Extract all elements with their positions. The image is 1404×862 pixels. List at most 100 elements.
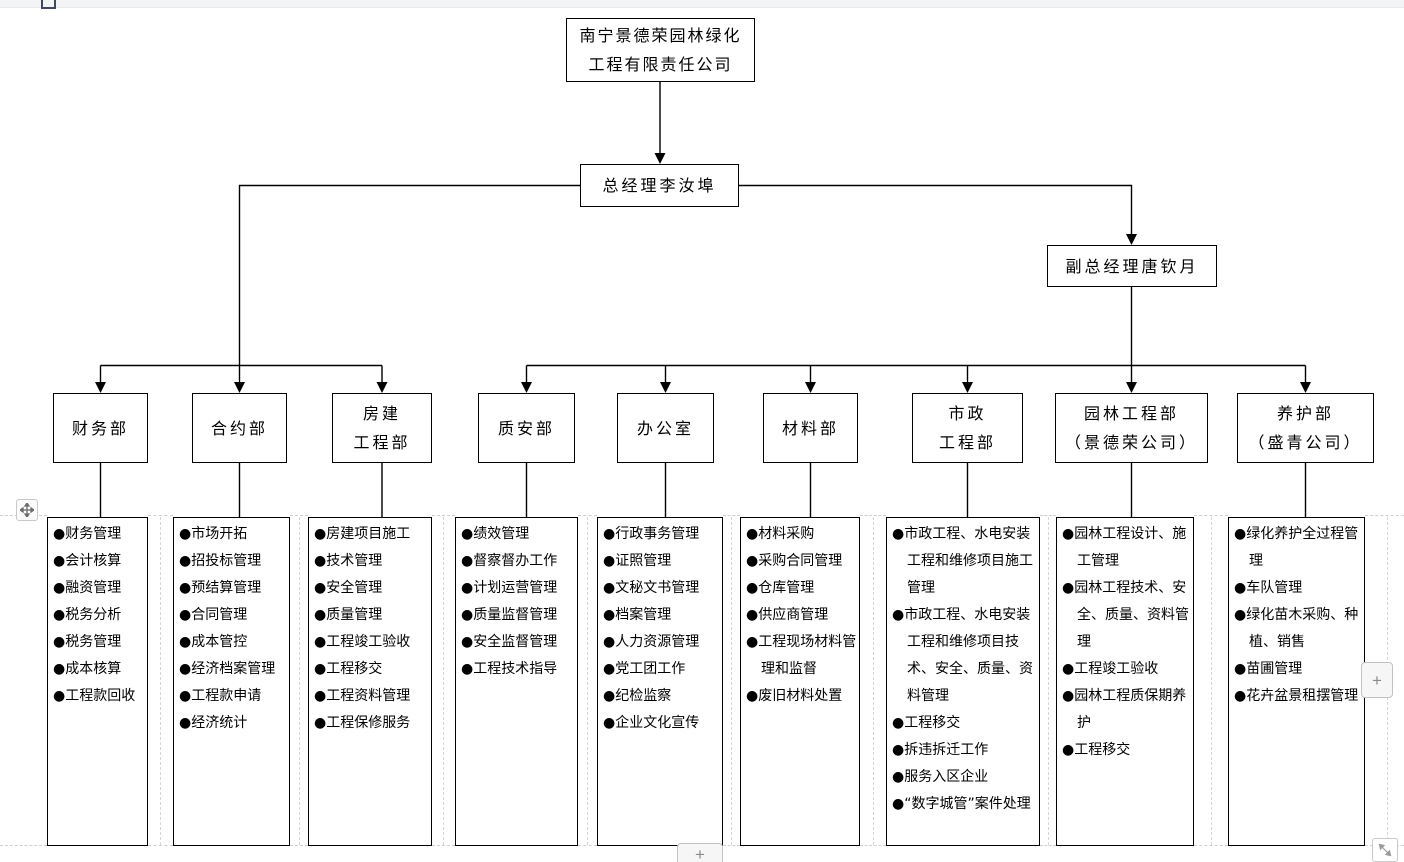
duty-text: 质量管理: [326, 607, 383, 623]
bullet-icon: ●: [53, 526, 66, 542]
duty-text: 工程移交: [326, 661, 383, 677]
dept-duties-cell-6[interactable]: ●材料采购●采购合同管理●仓库管理●供应商管理●工程现场材料管理和监督●废旧材料…: [740, 517, 860, 846]
org-box-general-manager[interactable]: 总经理李汝埠: [580, 164, 739, 207]
duty-text: 园林工程设计、施工管理: [1074, 526, 1187, 569]
bullet-icon: ●: [461, 634, 474, 650]
duty-item: ●园林工程设计、施工管理: [1062, 521, 1191, 575]
table-move-handle[interactable]: [16, 499, 38, 521]
diagonal-resize-icon: [1378, 843, 1392, 857]
duty-item: ●计划运营管理: [461, 575, 575, 602]
duty-item: ●证照管理: [603, 548, 720, 575]
dept-box-1[interactable]: 财务部: [53, 393, 148, 463]
duty-text: 工程技术指导: [473, 661, 558, 677]
table-add-row-button[interactable]: +: [677, 843, 723, 862]
gridline: [723, 844, 740, 846]
dept-duties-cell-1[interactable]: ●财务管理●会计核算●融资管理●税务分析●税务管理●成本核算●工程款回收: [47, 517, 148, 846]
duty-text: 市政工程、水电安装工程和维修项目施工管理: [904, 526, 1033, 596]
duty-item: ●仓库管理: [746, 575, 857, 602]
gridline: [587, 517, 588, 845]
bullet-icon: ●: [179, 634, 192, 650]
duty-item: ●工程保修服务: [314, 710, 429, 737]
gridline: [148, 844, 173, 846]
duty-text: 房建项目施工: [326, 526, 411, 542]
bullet-icon: ●: [53, 553, 66, 569]
bullet-icon: ●: [746, 553, 759, 569]
bullet-icon: ●: [53, 688, 66, 704]
dept-box-3[interactable]: 房建工程部: [332, 393, 432, 463]
duty-item: ●绩效管理: [461, 521, 575, 548]
duty-item: ●会计核算: [53, 548, 145, 575]
duty-item: ●工程款申请: [179, 683, 287, 710]
duty-item: ●市政工程、水电安装工程和维修项目技术、安全、质量、资料管理: [892, 602, 1037, 710]
duty-item: ●工程资料管理: [314, 683, 429, 710]
duty-text: 经济统计: [191, 715, 248, 731]
dept-duties-cell-9[interactable]: ●绿化养护全过程管理●车队管理●绿化苗木采购、种植、销售●苗圃管理●花卉盆景租摆…: [1228, 517, 1365, 846]
dept-duties-cell-2[interactable]: ●市场开拓●招投标管理●预结算管理●合同管理●成本管控●经济档案管理●工程款申请…: [173, 517, 290, 846]
duty-text: 工程竣工验收: [326, 634, 411, 650]
table-resize-handle[interactable]: [1372, 838, 1398, 862]
dept-box-9[interactable]: 养护部（盛青公司）: [1237, 393, 1374, 463]
gridline: [873, 517, 874, 845]
duty-text: 档案管理: [615, 607, 672, 623]
bullet-icon: ●: [603, 580, 616, 596]
duty-item: ●成本核算: [53, 656, 145, 683]
duty-item: ●工程竣工验收: [1062, 656, 1191, 683]
dept-duties-cell-4[interactable]: ●绩效管理●督察督办工作●计划运营管理●质量监督管理●安全监督管理●工程技术指导: [455, 517, 578, 846]
duty-text: 技术管理: [326, 553, 383, 569]
dept-name-line: 房建: [362, 404, 401, 423]
gridline: [1048, 517, 1049, 845]
duty-text: 工程款回收: [65, 688, 136, 704]
org-box-deputy-manager[interactable]: 副总经理唐钦月: [1047, 245, 1217, 287]
bullet-icon: ●: [314, 526, 327, 542]
gridline: [299, 517, 300, 845]
duty-item: ●工程竣工验收: [314, 629, 429, 656]
dept-duties-cell-3[interactable]: ●房建项目施工●技术管理●安全管理●质量管理●工程竣工验收●工程移交●工程资料管…: [308, 517, 432, 846]
dept-box-4[interactable]: 质安部: [478, 393, 575, 463]
duty-item: ●苗圃管理: [1234, 656, 1362, 683]
duty-text: 合同管理: [191, 607, 248, 623]
bullet-icon: ●: [314, 607, 327, 623]
duty-item: ●“数字城管”案件处理: [892, 791, 1037, 818]
duty-item: ●废旧材料处置: [746, 683, 857, 710]
gridline: [731, 517, 732, 845]
dept-box-7[interactable]: 市政工程部: [912, 393, 1023, 463]
gridline: [1194, 515, 1228, 516]
dept-box-2[interactable]: 合约部: [192, 393, 287, 463]
gridline: [290, 515, 308, 516]
org-box-company[interactable]: 南宁景德荣园林绿化 工程有限责任公司: [566, 18, 755, 82]
move-cross-icon: [20, 503, 34, 517]
duty-item: ●质量监督管理: [461, 602, 575, 629]
dept-duties-cell-8[interactable]: ●园林工程设计、施工管理●园林工程技术、安全、质量、资料管理●工程竣工验收●园林…: [1056, 517, 1194, 846]
dept-box-5[interactable]: 办公室: [617, 393, 714, 463]
bullet-icon: ●: [892, 607, 905, 623]
dept-name-line: 办公室: [636, 418, 694, 438]
duty-text: 采购合同管理: [758, 553, 843, 569]
duty-item: ●税务管理: [53, 629, 145, 656]
dept-duties-cell-7[interactable]: ● 市政工程、水电安装工程和维修项目施工管理●市政工程、水电安装工程和维修项目技术…: [886, 517, 1040, 846]
dept-box-8[interactable]: 园林工程部（景德荣公司）: [1055, 393, 1208, 463]
table-add-column-button[interactable]: +: [1361, 662, 1393, 698]
duty-item: ●采购合同管理: [746, 548, 857, 575]
duty-item: ●市场开拓: [179, 521, 287, 548]
duty-text: 废旧材料处置: [758, 688, 843, 704]
bullet-icon: ●: [603, 553, 616, 569]
bullet-icon: ●: [53, 661, 66, 677]
duty-text: “数字城管”案件处理: [904, 796, 1031, 812]
dept-duties-cell-5[interactable]: ●行政事务管理●证照管理●文秘文书管理●档案管理●人力资源管理●党工团工作●纪检…: [597, 517, 723, 846]
gridline: [1040, 844, 1056, 846]
duty-text: 安全监督管理: [473, 634, 558, 650]
duty-text: 经济档案管理: [191, 661, 276, 677]
bullet-icon: ●: [603, 661, 616, 677]
duty-text: 市场开拓: [191, 526, 248, 542]
dept-box-6[interactable]: 材料部: [763, 393, 858, 463]
duty-item: ●供应商管理: [746, 602, 857, 629]
duty-text: 行政事务管理: [615, 526, 700, 542]
bullet-icon: ●: [603, 688, 616, 704]
duty-item: ●督察督办工作: [461, 548, 575, 575]
duty-text: 招投标管理: [191, 553, 262, 569]
duty-text: 证照管理: [615, 553, 672, 569]
gridline: [160, 517, 161, 845]
bullet-icon: ●: [603, 607, 616, 623]
bullet-icon: ●: [314, 661, 327, 677]
bullet-icon: ●: [892, 715, 905, 731]
